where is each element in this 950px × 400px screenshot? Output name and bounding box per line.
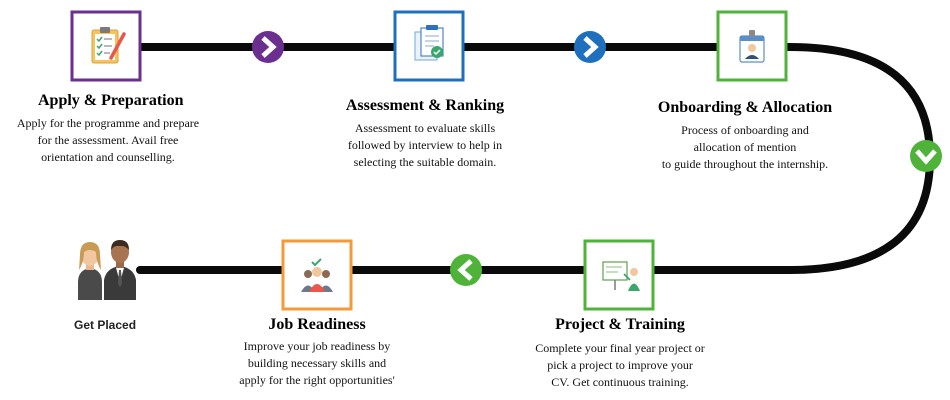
get-placed-label: Get Placed bbox=[74, 318, 137, 332]
chevron-right-icon bbox=[574, 31, 606, 63]
step-desc-line: CV. Get continuous training. bbox=[551, 375, 689, 389]
step-desc-line: followed by interview to help in bbox=[347, 138, 503, 152]
step-desc-line: Process of onboarding and bbox=[681, 123, 809, 137]
step-desc-line: Improve your job readiness by bbox=[243, 339, 391, 353]
checklist-clipboard-icon bbox=[91, 27, 126, 64]
presentation-board-icon bbox=[602, 261, 640, 291]
chevron-right-icon bbox=[252, 31, 284, 63]
step-desc-project: Complete your final year project or pick… bbox=[510, 340, 730, 391]
step-desc-job: Improve your job readiness by building n… bbox=[212, 338, 422, 389]
step-desc-line: Apply for the programme and prepare bbox=[16, 116, 200, 130]
step-desc-line: Complete your final year project or bbox=[535, 341, 705, 355]
id-badge-icon bbox=[739, 30, 765, 63]
step-title-apply: Apply & Preparation bbox=[38, 92, 184, 109]
professionals-icon bbox=[78, 240, 136, 300]
step-title-assessment: Assessment & Ranking bbox=[345, 97, 505, 114]
step-desc-line: orientation and counselling. bbox=[41, 150, 175, 164]
step-desc-apply: Apply for the programme and prepare for … bbox=[8, 115, 208, 166]
step-desc-assessment: Assessment to evaluate skills followed b… bbox=[325, 120, 525, 171]
chevron-left-icon bbox=[450, 254, 482, 286]
step-desc-line: allocation of mention bbox=[693, 140, 797, 154]
step-title-project: Project & Training bbox=[555, 316, 685, 333]
step-desc-onboarding: Process of onboarding and allocation of … bbox=[645, 122, 845, 173]
step-desc-line: for the assessment. Avail free bbox=[37, 133, 179, 147]
step-title-onboarding: Onboarding & Allocation bbox=[657, 99, 833, 116]
step-desc-line: Assessment to evaluate skills bbox=[354, 121, 496, 135]
step-desc-line: to guide throughout the internship. bbox=[661, 157, 829, 171]
step-desc-line: selecting the suitable domain. bbox=[353, 155, 497, 169]
document-approval-icon bbox=[414, 25, 444, 61]
step-desc-line: apply for the right opportunities' bbox=[239, 373, 395, 387]
team-group-icon bbox=[301, 258, 333, 292]
step-desc-line: pick a project to improve your bbox=[547, 358, 693, 372]
step-desc-line: building necessary skills and bbox=[247, 356, 387, 370]
chevron-down-icon bbox=[910, 140, 942, 172]
step-title-job: Job Readiness bbox=[268, 316, 366, 333]
